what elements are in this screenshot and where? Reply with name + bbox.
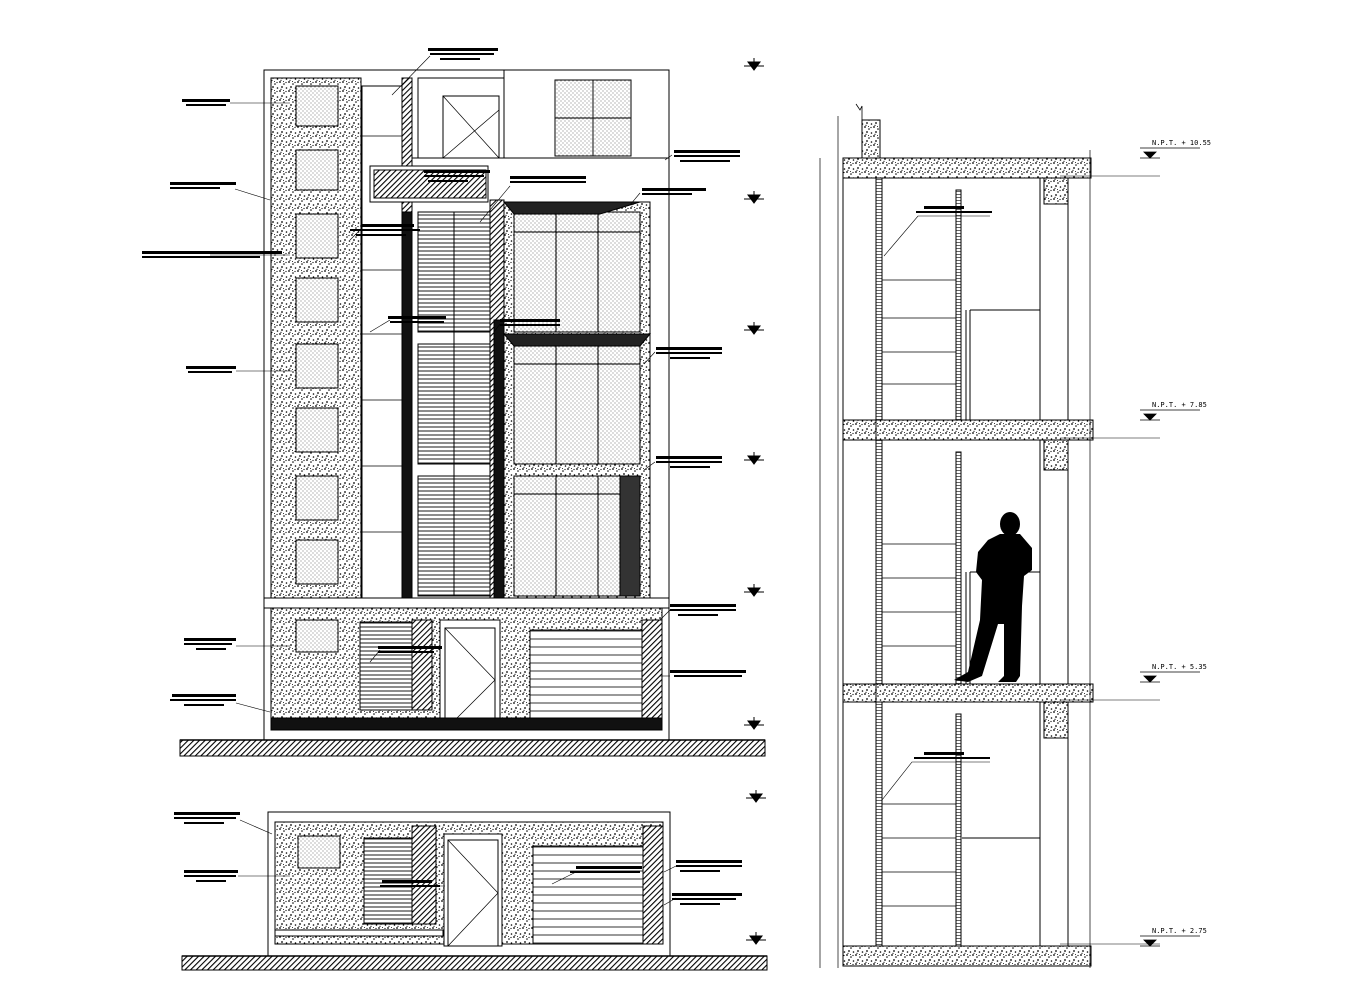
level-marker-icon	[1140, 671, 1200, 683]
level-marker-icon	[1140, 147, 1200, 159]
louver-panels	[417, 211, 491, 597]
ground-line	[179, 739, 766, 757]
section-annotation-text-blocks	[914, 206, 992, 759]
level-marker-icon	[744, 584, 764, 597]
slab-level-2	[842, 683, 1094, 703]
level-marker-icon	[744, 717, 764, 730]
ground-line-lower	[181, 955, 768, 971]
level-marker-icon	[744, 322, 764, 335]
garage-door	[529, 629, 643, 731]
level-label-2-75: N.P.T. + 2.75	[1152, 927, 1207, 935]
level-marker-icon	[746, 790, 766, 803]
ground-floor-elevation	[181, 811, 768, 971]
level-marker-icon	[746, 932, 766, 945]
level-marker-icon	[1140, 409, 1200, 421]
slab-level-3	[842, 419, 1094, 441]
stair-section	[819, 103, 1160, 968]
front-elevation	[179, 69, 766, 757]
level-label-10-55: N.P.T. + 10.55	[1152, 139, 1211, 147]
level-marker-icon	[744, 452, 764, 465]
garage-door-lower	[532, 845, 644, 945]
lower-annotation-text-blocks	[174, 812, 742, 905]
level-marker-icon	[744, 191, 764, 204]
section-level-markers	[1140, 147, 1200, 947]
lower-level-markers	[746, 790, 766, 945]
level-label-7-85: N.P.T. + 7.85	[1152, 401, 1207, 409]
human-figure-icon	[954, 512, 1032, 682]
level-marker-icon	[744, 58, 764, 71]
small-windows	[295, 85, 339, 585]
slab-level-1	[842, 945, 1092, 967]
level-marker-icon	[1140, 935, 1200, 947]
roof-slab	[842, 157, 1092, 179]
glazed-windows	[513, 211, 641, 597]
level-label-5-35: N.P.T. + 5.35	[1152, 663, 1207, 671]
annotation-text-blocks	[142, 48, 746, 706]
stair-flight	[875, 177, 883, 421]
elevation-level-markers	[744, 58, 764, 730]
